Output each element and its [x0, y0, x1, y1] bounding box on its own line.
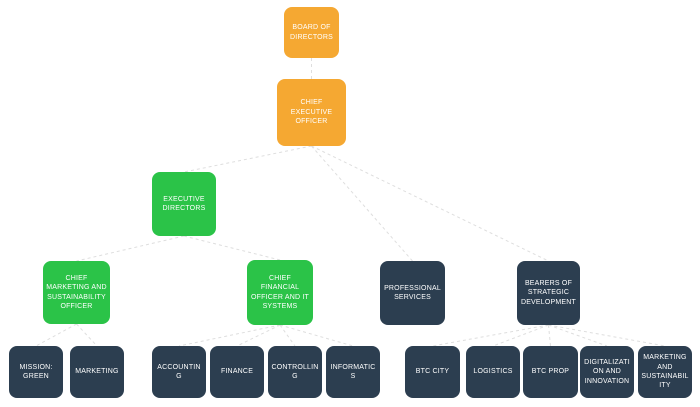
org-node-controlling[interactable]: CONTROLLING [268, 346, 322, 398]
org-node-label: BOARD OF DIRECTORS [290, 24, 333, 41]
org-node-mission-green[interactable]: MISSION: GREEN [9, 346, 63, 398]
connector-line [311, 145, 549, 262]
org-node-label: ACCOUNTING [157, 363, 201, 380]
connector-line [492, 324, 549, 347]
org-node-chief-marketing-sustainability-officer[interactable]: CHIEF MARKETING AND SUSTAINABILITY OFFIC… [43, 261, 110, 324]
org-node-label: DIGITALIZATION AND INNOVATION [584, 358, 630, 385]
connector-line [548, 324, 666, 347]
connector-line [548, 324, 608, 347]
connector-line [279, 324, 296, 347]
org-node-label: PROFESSIONAL SERVICES [384, 284, 441, 301]
org-node-label: MARKETING [75, 368, 119, 376]
org-node-label: MISSION: GREEN [19, 363, 53, 380]
org-node-btc-prop[interactable]: BTC PROP [523, 346, 578, 398]
connector-line [236, 324, 281, 347]
org-node-board-of-directors[interactable]: BOARD OF DIRECTORS [284, 7, 339, 58]
connector-line [279, 324, 354, 347]
connector-line [183, 145, 312, 173]
org-node-marketing-and-sustainability[interactable]: MARKETING AND SUSTAINABILITY [638, 346, 692, 398]
org-node-chief-financial-officer-it-systems[interactable]: CHIEF FINANCIAL OFFICER AND IT SYSTEMS [247, 260, 313, 325]
org-node-label: LOGISTICS [473, 368, 513, 376]
connector-line [178, 324, 281, 347]
org-node-label: EXECUTIVE DIRECTORS [162, 195, 206, 212]
connector-line [311, 145, 413, 262]
connector-line [183, 235, 281, 261]
org-node-label: INFORMATICS [330, 363, 376, 380]
org-node-label: CHIEF MARKETING AND SUSTAINABILITY OFFIC… [46, 274, 107, 310]
org-node-label: BEARERS OF STRATEGIC DEVELOPMENT [520, 279, 577, 306]
org-node-label: CHIEF FINANCIAL OFFICER AND IT SYSTEMS [250, 274, 310, 310]
org-node-finance[interactable]: FINANCE [210, 346, 264, 398]
org-node-label: CONTROLLING [271, 363, 319, 380]
connector-line [76, 323, 98, 347]
org-node-label: BTC PROP [531, 368, 570, 376]
org-node-chief-executive-officer[interactable]: CHIEF EXECUTIVE OFFICER [277, 79, 346, 146]
org-node-label: BTC CITY [415, 368, 450, 376]
org-node-label: FINANCE [220, 368, 254, 376]
connector-line [432, 324, 549, 347]
org-node-digitalization-and-innovation[interactable]: DIGITALIZATION AND INNOVATION [580, 346, 634, 398]
org-node-label: MARKETING AND SUSTAINABILITY [641, 354, 689, 390]
org-node-label: CHIEF EXECUTIVE OFFICER [290, 99, 333, 126]
connector-line [35, 323, 77, 347]
org-node-professional-services[interactable]: PROFESSIONAL SERVICES [380, 261, 445, 325]
org-node-bearers-of-strategic-development[interactable]: BEARERS OF STRATEGIC DEVELOPMENT [517, 261, 580, 325]
connector-line [548, 324, 551, 347]
org-node-btc-city[interactable]: BTC CITY [405, 346, 460, 398]
org-node-accounting[interactable]: ACCOUNTING [152, 346, 206, 398]
org-node-logistics[interactable]: LOGISTICS [466, 346, 520, 398]
connector-line [76, 235, 185, 262]
org-node-executive-directors[interactable]: EXECUTIVE DIRECTORS [152, 172, 216, 236]
org-node-informatics[interactable]: INFORMATICS [326, 346, 380, 398]
org-node-marketing[interactable]: MARKETING [70, 346, 124, 398]
